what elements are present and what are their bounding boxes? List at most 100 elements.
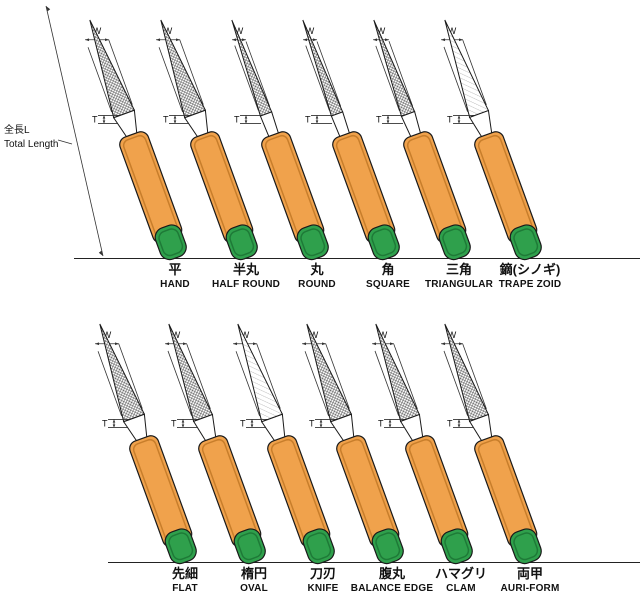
file-label: 鏑(シノギ)TRAPE ZOID <box>470 262 590 290</box>
thickness-dim-label: T <box>378 418 384 428</box>
file-end-cap-bevel <box>158 228 184 257</box>
width-dim-label: W <box>103 330 112 340</box>
file-label-jp: 丸 <box>310 262 324 277</box>
file-illustration-oval: W T <box>139 304 299 566</box>
thickness-dimension: T <box>305 114 333 124</box>
width-dim-label: W <box>235 26 244 36</box>
file-blade <box>237 323 284 423</box>
file-label-en: ROUND <box>298 278 336 290</box>
file-illustration-round: W T <box>202 0 362 262</box>
thickness-dimension: T <box>378 418 406 428</box>
total-length-label-en: Total Length <box>4 138 59 150</box>
thickness-dim-label: T <box>305 114 311 124</box>
file-illustration-hand: W T <box>60 0 220 262</box>
width-dim-label: W <box>377 26 386 36</box>
thickness-dim-label: T <box>92 114 98 124</box>
thickness-dim-label: T <box>102 418 108 428</box>
width-dim-label: W <box>172 330 181 340</box>
thickness-dimension: T <box>92 114 120 124</box>
file-label-jp: 両甲 <box>516 566 543 581</box>
file-blade <box>444 19 490 119</box>
file-end-cap-bevel <box>306 532 332 561</box>
file-end-cap-bevel <box>300 228 326 257</box>
file-blade <box>444 323 490 423</box>
file-label-en: CLAM <box>446 582 476 594</box>
thickness-dim-label: T <box>447 418 453 428</box>
width-dim-label: W <box>306 26 315 36</box>
file-blade <box>160 19 207 119</box>
file-label-en: OVAL <box>240 582 268 594</box>
file-end-cap-bevel <box>168 532 194 561</box>
thickness-dimension: T <box>234 114 262 124</box>
thickness-dimension: T <box>447 114 475 124</box>
thickness-dim-label: T <box>163 114 169 124</box>
file-end-cap-bevel <box>375 532 401 561</box>
file-label-jp: 半丸 <box>232 262 259 277</box>
thickness-dimension: T <box>102 418 130 428</box>
thickness-dimension: T <box>163 114 191 124</box>
file-blade <box>89 19 136 119</box>
file-blade <box>99 323 146 423</box>
thickness-dim-label: T <box>309 418 315 428</box>
total-length-label-jp: 全長L <box>4 125 30 136</box>
width-dim-label: W <box>241 330 250 340</box>
width-dim-label: W <box>164 26 173 36</box>
file-label-jp: 平 <box>168 262 182 277</box>
file-label-en: SQUARE <box>366 278 410 290</box>
file-label-jp: 楕円 <box>240 566 267 581</box>
file-label-en: HALF ROUND <box>211 278 281 290</box>
file-illustration-auri-form: W T <box>415 304 575 566</box>
file-blade <box>231 19 273 117</box>
thickness-dim-label: T <box>447 114 453 124</box>
file-blade <box>168 323 214 423</box>
file-row-top: 全長L Total Length W <box>0 0 640 300</box>
file-label-jp: 鏑(シノギ) <box>499 262 561 277</box>
file-illustration-triangular: W T <box>344 0 504 262</box>
width-dim-label: W <box>448 330 457 340</box>
file-end-cap-bevel <box>237 532 263 561</box>
thickness-dim-label: T <box>376 114 382 124</box>
file-blade <box>375 323 421 423</box>
width-dim-label: W <box>93 26 102 36</box>
thickness-dim-label: T <box>234 114 240 124</box>
file-label-jp: 先細 <box>171 566 198 581</box>
file-illustration-knife: W T <box>208 304 368 566</box>
thickness-dimension: T <box>376 114 404 124</box>
file-illustration-trape-zoid: W T <box>415 0 575 262</box>
file-end-cap-bevel <box>442 228 468 257</box>
file-illustration-balance-edge: W T <box>277 304 437 566</box>
width-dim-label: W <box>448 26 457 36</box>
file-end-cap-bevel <box>229 228 255 257</box>
file-illustration-flat: W T <box>70 304 230 566</box>
thickness-dimension: T <box>240 418 268 428</box>
file-label-jp: 三角 <box>445 262 472 277</box>
thickness-dimension: T <box>309 418 337 428</box>
file-label-jp: ハマグリ <box>434 566 487 581</box>
file-end-cap-bevel <box>513 532 539 561</box>
width-dim-label: W <box>310 330 319 340</box>
file-label-en: TRAPE ZOID <box>498 278 562 290</box>
thickness-dim-label: T <box>240 418 246 428</box>
total-length-label: 全長L Total Length <box>4 124 59 151</box>
width-dim-label: W <box>379 330 388 340</box>
file-label-en: FLAT <box>172 582 198 594</box>
baseline-top <box>74 258 640 259</box>
file-label-en: KNIFE <box>307 582 339 594</box>
file-illustration-clam: W T <box>346 304 506 566</box>
baseline-bottom <box>108 562 640 563</box>
file-blade <box>306 323 353 423</box>
thickness-dimension: T <box>171 418 199 428</box>
thickness-dimension: T <box>447 418 475 428</box>
